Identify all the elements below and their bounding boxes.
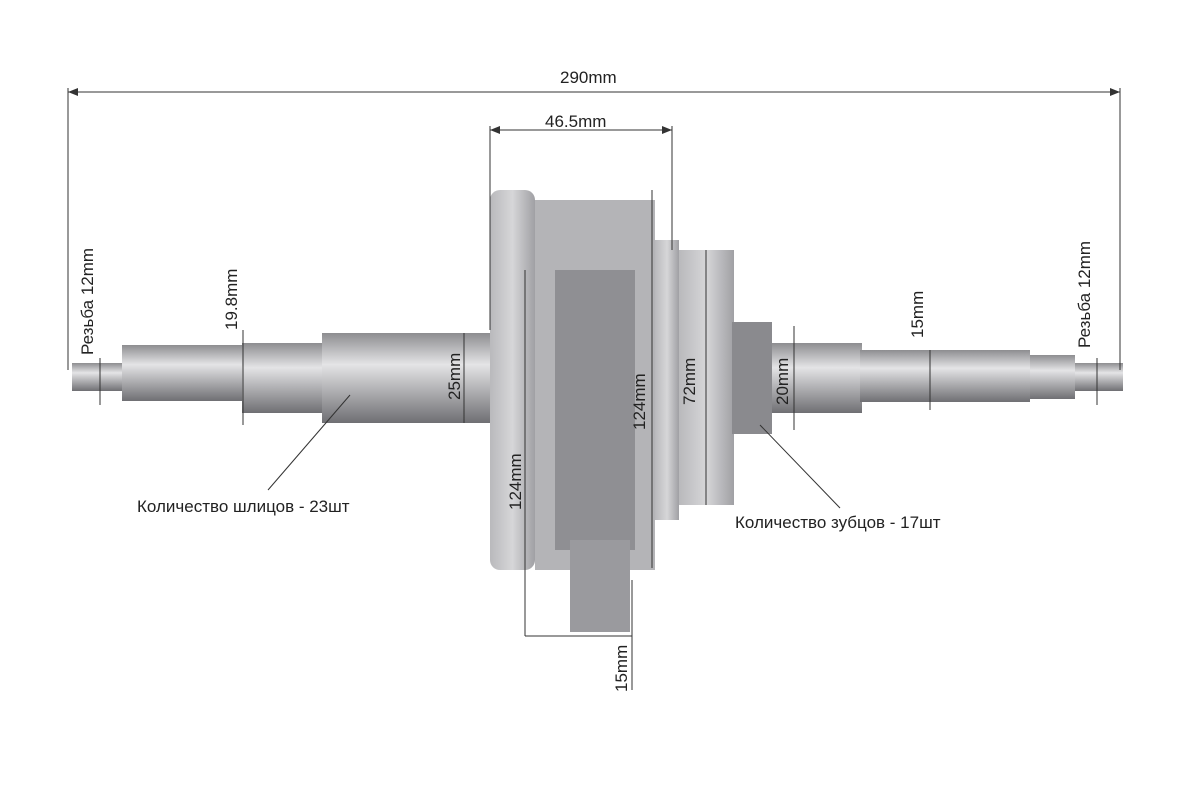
bearing-seat bbox=[432, 333, 492, 423]
flywheel-diameter-right-label: 124mm bbox=[630, 373, 649, 430]
left-diameter-label: 19.8mm bbox=[222, 268, 241, 330]
teeth-callout: Количество зубцов - 17шт bbox=[735, 513, 941, 532]
arrowheads bbox=[68, 88, 1120, 134]
flywheel-width-label: 46.5mm bbox=[545, 112, 607, 131]
disc-diameter-label: 72mm bbox=[680, 357, 699, 405]
bearing-diameter-label: 25mm bbox=[445, 352, 464, 400]
splines-callout: Количество шлицов - 23шт bbox=[137, 497, 350, 516]
overall-length-label: 290mm bbox=[560, 68, 617, 87]
flywheel-assembly bbox=[490, 190, 734, 632]
left-thread-label: Резьба 12mm bbox=[78, 247, 97, 355]
conrod-width-label: 15mm bbox=[612, 644, 631, 692]
sprocket bbox=[732, 322, 772, 434]
connecting-rod bbox=[570, 540, 630, 632]
right-shaft bbox=[732, 322, 1123, 434]
dimension-lines bbox=[67, 88, 1121, 690]
right-shaft-diameter-label: 15mm bbox=[908, 290, 927, 338]
gear-shaft-diameter-label: 20mm bbox=[773, 357, 792, 405]
left-shaft bbox=[72, 333, 492, 423]
flywheel-diameter-left-label: 124mm bbox=[506, 453, 525, 510]
right-thread-label: Резьба 12mm bbox=[1075, 240, 1094, 348]
splined-section bbox=[322, 333, 432, 423]
